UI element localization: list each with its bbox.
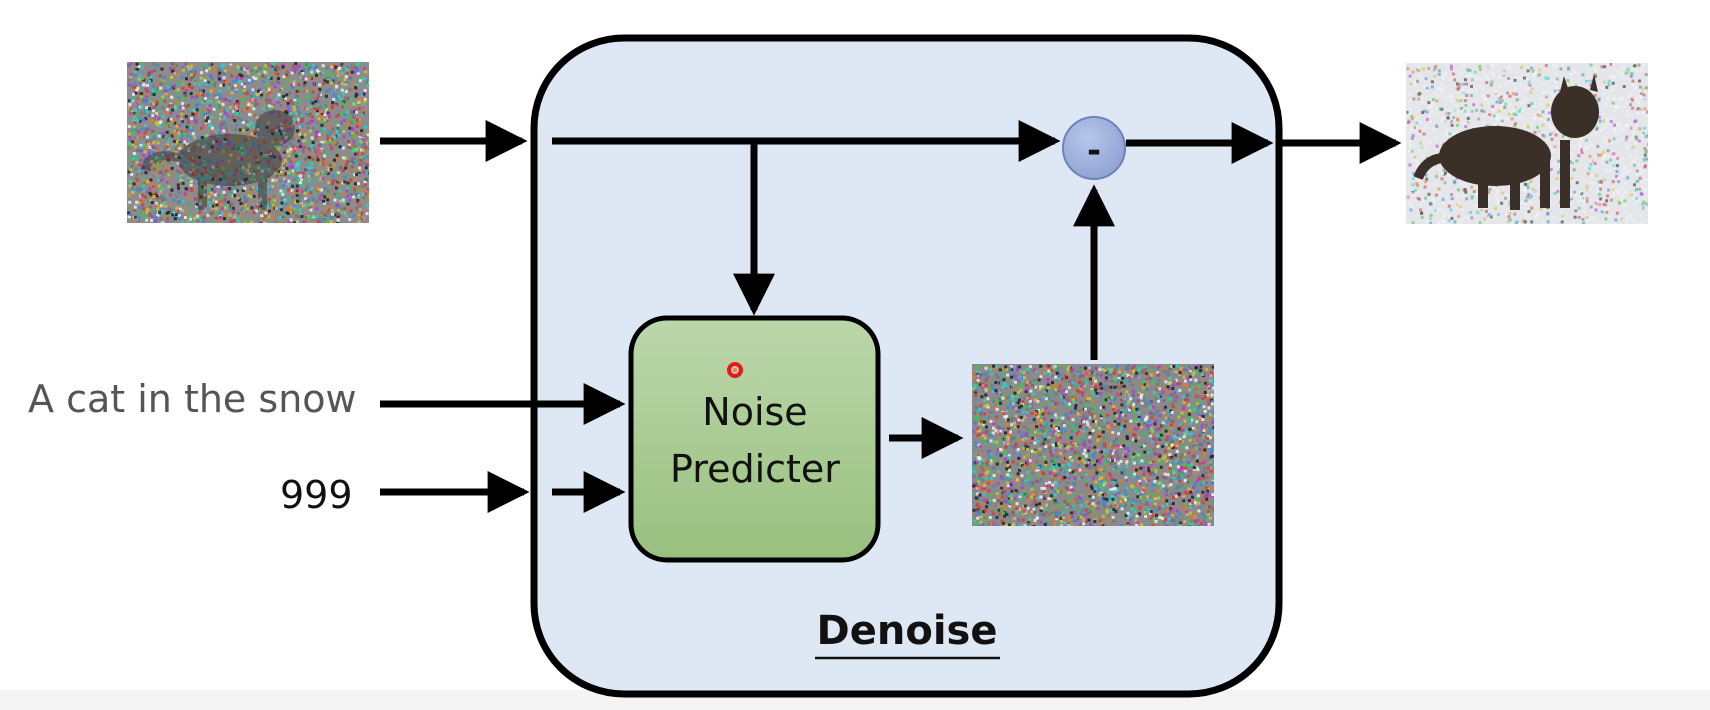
predicted-noise-image [972, 364, 1214, 526]
pointer-dot-core [733, 368, 737, 372]
subtract-operator [1062, 116, 1126, 180]
bottom-band [0, 690, 1710, 710]
noise-predicter-module [628, 315, 881, 563]
output-image [1406, 63, 1648, 224]
step-number-label: 999 [280, 473, 353, 517]
module-label-line1: Noise [702, 390, 807, 434]
denoise-title: Denoise [817, 608, 998, 654]
module-label-line2: Predicter [670, 447, 840, 491]
subtract-operator-label: - [1087, 131, 1101, 171]
input-noisy-image [127, 62, 369, 223]
pointer-dot [727, 362, 743, 378]
text-prompt-label: A cat in the snow [28, 377, 357, 421]
